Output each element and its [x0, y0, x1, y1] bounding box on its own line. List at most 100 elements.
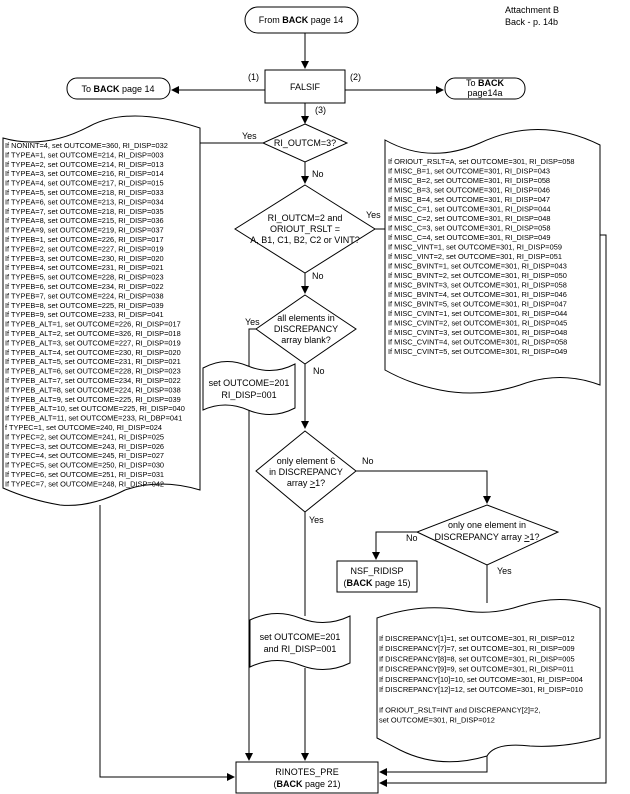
to-back-page14-terminal[interactable]: To BACK page 14 [66, 77, 171, 100]
doc-line: If TYPEB=8, set OUTCOME=225, RI_DISP=039 [5, 301, 164, 310]
decision5-yes: Yes [497, 566, 512, 576]
doc-line: If TYPEA=9, set OUTCOME=219, RI_DISP=037 [5, 226, 164, 235]
branch-2-label: (2) [350, 72, 361, 82]
doc-line: If DISCREPANCY[1]=1, set OUTCOME=301, RI… [379, 634, 575, 643]
doc-line: If NONINT=4, set OUTCOME=360, RI_DISP=03… [5, 141, 168, 150]
doc-line: If MISC_CVINT=3, set OUTCOME=301, RI_DIS… [388, 328, 567, 337]
doc-line: If TYPEB=4, set OUTCOME=231, RI_DISP=021 [5, 263, 164, 272]
decision3-yes: Yes [245, 317, 260, 327]
doc-line: set OUTCOME=301, RI_DISP=012 [379, 716, 495, 725]
svg-text:To BACK: To BACK [466, 78, 505, 88]
doc-line: If TYPEA=4, set OUTCOME=217, RI_DISP=015 [5, 179, 164, 188]
nsf-bold: BACK [346, 578, 372, 588]
doc-line: If TYPEB=6, set OUTCOME=234, RI_DISP=022 [5, 282, 164, 291]
decision2-line2: ORIOUT_RSLT = [270, 224, 340, 234]
start-bold: BACK [282, 15, 308, 25]
doc-line: If TYPEB=2, set OUTCOME=227, RI_DISP=019 [5, 244, 164, 253]
attachment-label: Attachment B [505, 5, 559, 15]
arrow-decision5-no [372, 531, 417, 560]
decision2-line3: A, B1, C1, B2, C2 or VINT? [250, 235, 360, 245]
doc-line: If TYPEC=4, set OUTCOME=245, RI_DISP=027 [5, 451, 164, 460]
decision4-line3a: array [287, 478, 310, 488]
doc-line: If TYPEC=2, set OUTCOME=241, RI_DISP=025 [5, 432, 164, 441]
nsf-pre: ( [343, 578, 346, 588]
doc-line: If DISCREPANCY[8]=8, set OUTCOME=301, RI… [379, 654, 575, 663]
doc-line: If TYPEA=3, set OUTCOME=216, RI_DISP=014 [5, 169, 164, 178]
arrow-decision3-yes [245, 328, 256, 761]
decision5-gte: > [524, 532, 529, 542]
doc-type-outcomes: If NONINT=4, set OUTCOME=360, RI_DISP=03… [2, 115, 201, 506]
doc-line: If TYPEB_ALT=4, set OUTCOME=230, RI_DISP… [5, 348, 181, 357]
decision-ri-outcm-3: RI_OUTCM=3? [261, 123, 349, 163]
doc-line: If DISCREPANCY[9]=9, set OUTCOME=301, RI… [379, 665, 574, 674]
falsif-process[interactable]: FALSIF [264, 69, 346, 104]
decision4-line3c: 1? [315, 478, 325, 488]
doc-line: If TYPEC=7, set OUTCOME=248, RI_DISP=042 [5, 479, 164, 488]
doc-line: If TYPEB=7, set OUTCOME=224, RI_DISP=038 [5, 291, 164, 300]
svg-text:(BACK page 21): (BACK page 21) [273, 779, 340, 789]
doc-line: If MISC_BVINT=1, set OUTCOME=301, RI_DIS… [388, 262, 567, 271]
doc-line: If MISC_CVINT=1, set OUTCOME=301, RI_DIS… [388, 309, 567, 318]
doc-line: If MISC_B=1, set OUTCOME=301, RI_DISP=04… [388, 167, 550, 176]
doc-line: If MISC_B=3, set OUTCOME=301, RI_DISP=04… [388, 186, 550, 195]
decision-ri-outcm-2: RI_OUTCM=2 and ORIOUT_RSLT = A, B1, C1, … [234, 184, 376, 274]
end-post: page 21) [302, 779, 340, 789]
decision5-line2a: DISCREPANCY array [435, 532, 525, 542]
to14a-pre: To [466, 78, 478, 88]
to-back-page14a-terminal[interactable]: To BACK page14a [444, 77, 526, 100]
doc-line: If TYPEB=9, set OUTCOME=233, RI_DISP=041 [5, 310, 164, 319]
doc-line: If TYPEB_ALT=3, set OUTCOME=227, RI_DISP… [5, 338, 181, 347]
svg-text:DISCREPANCY array >1?: DISCREPANCY array >1? [435, 532, 540, 542]
start-terminal[interactable]: From BACK page 14 [244, 6, 359, 34]
decision4-gte: > [310, 478, 315, 488]
decision1-yes: Yes [242, 131, 257, 141]
doc-line: If MISC_C=4, set OUTCOME=301, RI_DISP=04… [388, 233, 550, 242]
doc-line: If TYPEB=5, set OUTCOME=228, RI_DISP=023 [5, 273, 164, 282]
decision4-yes: Yes [309, 515, 324, 525]
doc-line: If MISC_BVINT=5, set OUTCOME=301, RI_DIS… [388, 300, 567, 309]
arrow-rightdoc-end [379, 234, 607, 787]
doc-line: If MISC_BVINT=3, set OUTCOME=301, RI_DIS… [388, 281, 567, 290]
svg-text:To BACK page 14: To BACK page 14 [81, 84, 154, 94]
doc-elem6-outcome: set OUTCOME=201 and RI_DISP=001 [249, 613, 351, 670]
nsf-line1: NSF_RIDISP [350, 566, 403, 576]
doc-misc-outcomes: If ORIOUT_RSLT=A, set OUTCOME=301, RI_DI… [384, 129, 601, 394]
doc-line: If MISC_CVINT=5, set OUTCOME=301, RI_DIS… [388, 347, 567, 356]
nsf-ridisp-process[interactable]: NSF_RIDISP (BACK page 15) [336, 560, 418, 593]
doc-line: If TYPEB_ALT=8, set OUTCOME=224, RI_DISP… [5, 385, 181, 394]
decision5-line1: only one element in [448, 520, 526, 530]
to14-post: page 14 [119, 84, 154, 94]
doc-line: If TYPEA=7, set OUTCOME=218, RI_DISP=035 [5, 207, 164, 216]
decision3-line3: array blank? [281, 335, 331, 345]
doc-line: If DISCREPANCY[12]=12, set OUTCOME=301, … [379, 685, 583, 694]
doc-line: If TYPEB_ALT=11, set OUTCOME=233, RI_DBP… [5, 414, 182, 423]
decision3-line2: DISCREPANCY [274, 324, 338, 334]
doc-line: If TYPEB_ALT=7, set OUTCOME=234, RI_DISP… [5, 376, 181, 385]
doc-line: If TYPEA=1, set OUTCOME=214, RI_DISP=003 [5, 150, 164, 159]
end-line1: RINOTES_PRE [275, 767, 339, 777]
rinotes-pre-process[interactable]: RINOTES_PRE (BACK page 21) [235, 761, 379, 794]
doc-line: If TYPEB_ALT=5, set OUTCOME=231, RI_DISP… [5, 357, 181, 366]
decision2-line1: RI_OUTCM=2 and [268, 213, 343, 223]
decision2-yes: Yes [366, 210, 381, 220]
doc-line: If TYPEB=3, set OUTCOME=230, RI_DISP=020 [5, 254, 164, 263]
start-post: page 14 [308, 15, 343, 25]
doc-line: If MISC_BVINT=4, set OUTCOME=301, RI_DIS… [388, 290, 567, 299]
doc-line: If TYPEB=1, set OUTCOME=226, RI_DISP=017 [5, 235, 164, 244]
doc-discrepancy-outcomes: If DISCREPANCY[1]=1, set OUTCOME=301, RI… [376, 599, 601, 763]
doc-line: If TYPEC=5, set OUTCOME=250, RI_DISP=030 [5, 461, 164, 470]
doc-line: If TYPEB_ALT=9, set OUTCOME=225, RI_DISP… [5, 395, 181, 404]
decision1-no: No [312, 169, 324, 179]
doc-line: f TYPEC=1, set OUTCOME=240, RI_DISP=024 [5, 423, 162, 432]
decision-only-element-6: only element 6 in DISCREPANCY array >1? [255, 430, 357, 513]
decision-only-one-element: only one element in DISCREPANCY array >1… [415, 504, 560, 566]
end-bold: BACK [276, 779, 302, 789]
doc-line: If MISC_CVINT=4, set OUTCOME=301, RI_DIS… [388, 338, 567, 347]
decision-discrepancy-blank: all elements in DISCREPANCY array blank? [255, 294, 357, 365]
decision5-no: No [406, 533, 418, 543]
doc-line: If ORIOUT_RSLT=INT and DISCREPANCY[2]=2, [379, 705, 540, 714]
doc-line: If TYPEA=2, set OUTCOME=214, RI_DISP=013 [5, 160, 164, 169]
doc-line: If TYPEA=8, set OUTCOME=215, RI_DISP=036 [5, 216, 164, 225]
doc-elem6-line2: and RI_DISP=001 [264, 644, 337, 654]
